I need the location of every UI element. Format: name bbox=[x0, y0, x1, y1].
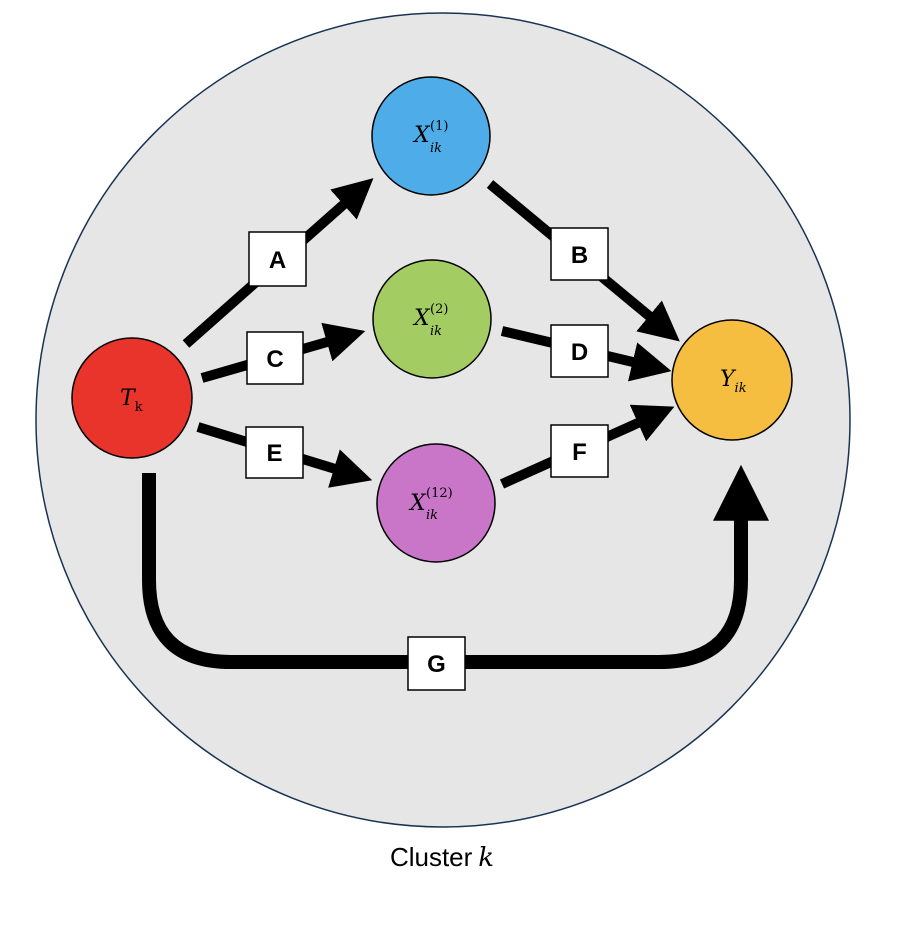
node-x1-sup: (1) bbox=[430, 119, 448, 134]
cluster-boundary bbox=[35, 12, 851, 828]
edge-label-b: B bbox=[550, 227, 609, 281]
node-x2-circle bbox=[372, 259, 492, 379]
node-x12-sup: (12) bbox=[426, 486, 453, 501]
node-t: Tk bbox=[71, 337, 193, 459]
node-x2-sup: (2) bbox=[430, 302, 448, 317]
edge-labels: A B C D E F G bbox=[245, 227, 609, 691]
svg-text:D: D bbox=[571, 339, 588, 366]
cluster-caption-variable: k bbox=[478, 843, 494, 873]
svg-text:Yik: Yik bbox=[720, 367, 747, 396]
node-y-sub: ik bbox=[735, 381, 747, 396]
svg-text:A: A bbox=[269, 247, 286, 274]
svg-text:Tk: Tk bbox=[120, 386, 143, 415]
edge-label-c: C bbox=[246, 331, 304, 385]
edge-label-g: G bbox=[407, 636, 466, 691]
node-y: Yik bbox=[671, 319, 793, 441]
node-x12-circle bbox=[376, 443, 496, 563]
edge-label-a: A bbox=[248, 231, 307, 287]
node-t-base: T bbox=[120, 386, 137, 411]
node-x12-base: X bbox=[408, 491, 427, 516]
edge-label-f: F bbox=[550, 424, 609, 478]
node-y-base: Y bbox=[720, 367, 737, 392]
edge-label-e: E bbox=[245, 426, 304, 479]
node-t-circle bbox=[71, 337, 193, 459]
cluster-caption-text: Cluster bbox=[390, 842, 473, 872]
node-x2-sub: ik bbox=[430, 324, 442, 339]
svg-text:F: F bbox=[572, 439, 587, 466]
node-x1-circle bbox=[371, 76, 491, 196]
node-x12-sub: ik bbox=[426, 508, 438, 523]
svg-text:E: E bbox=[266, 440, 282, 467]
node-x1-base: X bbox=[412, 123, 431, 148]
node-x12: X (12) ik bbox=[376, 443, 496, 563]
node-x1: X (1) ik bbox=[371, 76, 491, 196]
node-x1-sub: ik bbox=[430, 141, 442, 156]
svg-text:B: B bbox=[571, 242, 588, 269]
svg-text:C: C bbox=[266, 346, 283, 373]
node-y-circle bbox=[671, 319, 793, 441]
svg-text:G: G bbox=[427, 651, 446, 678]
node-x2-base: X bbox=[412, 306, 431, 331]
edge-label-d: D bbox=[550, 324, 609, 378]
node-x2: X (2) ik bbox=[372, 259, 492, 379]
node-t-sub: k bbox=[135, 400, 143, 415]
